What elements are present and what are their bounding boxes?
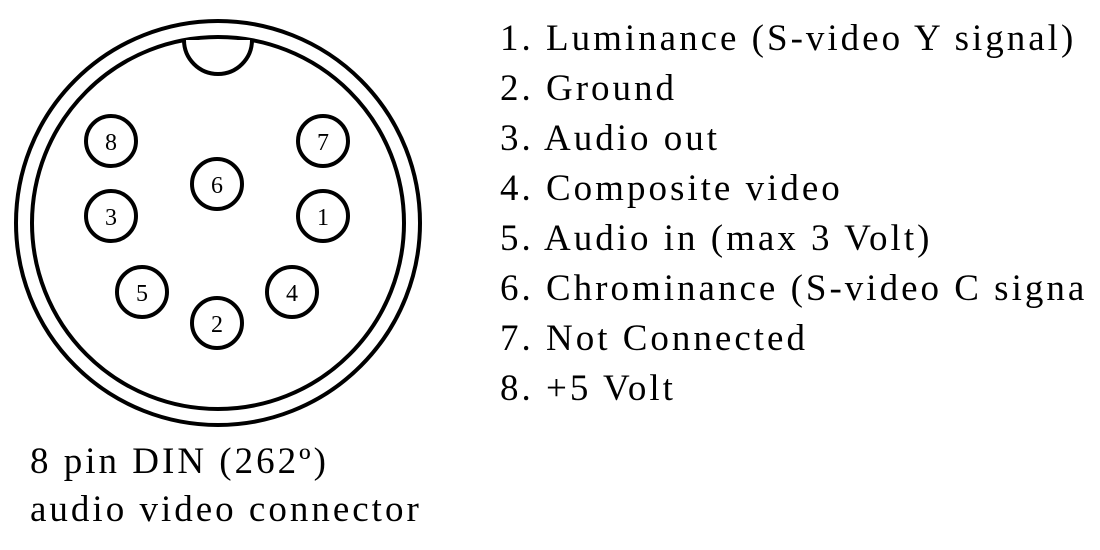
pin-circle: [265, 265, 319, 319]
legend-number: 3.: [500, 118, 534, 159]
din-connector-diagram: 1 2 3 4 5 6 7 8: [14, 19, 422, 427]
pin-circle: [84, 189, 138, 243]
legend-number: 8.: [500, 368, 534, 409]
legend-item-5: 5. Audio in (max 3 Volt): [500, 216, 1087, 266]
legend-number: 7.: [500, 318, 534, 359]
pin-circle: [190, 296, 244, 350]
pin-5: 5: [115, 265, 169, 319]
pin-number: 6: [211, 173, 223, 199]
pin-8: 8: [84, 114, 138, 168]
connector-outer-ring: [14, 19, 422, 427]
pin-number: 2: [211, 312, 223, 338]
legend-label: Audio in (max 3 Volt): [543, 218, 933, 259]
legend-item-7: 7. Not Connected: [500, 316, 1087, 366]
legend-label: +5 Volt: [546, 368, 676, 409]
pin-circle: [84, 114, 138, 168]
pin-circle: [296, 114, 350, 168]
pin-7: 7: [296, 114, 350, 168]
legend-item-8: 8. +5 Volt: [500, 366, 1087, 416]
pin-circle: [115, 265, 169, 319]
pin-number: 5: [136, 281, 148, 307]
legend-number: 1.: [500, 18, 534, 59]
legend-item-3: 3. Audio out: [500, 116, 1087, 166]
legend-item-2: 2. Ground: [500, 66, 1087, 116]
legend-number: 2.: [500, 68, 534, 109]
legend-label: Chrominance (S-video C signa: [546, 268, 1088, 309]
pin-number: 3: [105, 205, 117, 231]
pinout-legend: 1. Luminance (S-video Y signal) 2. Groun…: [500, 16, 1087, 416]
legend-item-4: 4. Composite video: [500, 166, 1087, 216]
legend-label: Not Connected: [546, 318, 808, 359]
legend-item-1: 1. Luminance (S-video Y signal): [500, 16, 1087, 66]
connector-inner-ring: [30, 35, 406, 411]
pin-4: 4: [265, 265, 319, 319]
legend-number: 4.: [500, 168, 534, 209]
pin-2: 2: [190, 296, 244, 350]
pin-number: 7: [317, 130, 329, 156]
legend-label: Ground: [546, 68, 678, 109]
legend-label: Audio out: [543, 118, 720, 159]
pin-number: 1: [317, 205, 329, 231]
legend-number: 6.: [500, 268, 534, 309]
legend-label: Luminance (S-video Y signal): [546, 18, 1077, 59]
pin-3: 3: [84, 189, 138, 243]
pin-number: 8: [105, 130, 117, 156]
pin-circle: [190, 157, 244, 211]
pin-circle: [296, 189, 350, 243]
legend-label: Composite video: [546, 168, 843, 209]
caption-line-1: 8 pin DIN (262º): [30, 441, 329, 482]
legend-number: 5.: [500, 218, 534, 259]
connector-key-notch: [182, 39, 254, 76]
pin-1: 1: [296, 189, 350, 243]
legend-item-6: 6. Chrominance (S-video C signa: [500, 266, 1087, 316]
pin-number: 4: [286, 281, 298, 307]
connector-caption: 8 pin DIN (262º) audio video connector: [30, 438, 422, 534]
caption-line-2: audio video connector: [30, 489, 422, 530]
pin-6: 6: [190, 157, 244, 211]
